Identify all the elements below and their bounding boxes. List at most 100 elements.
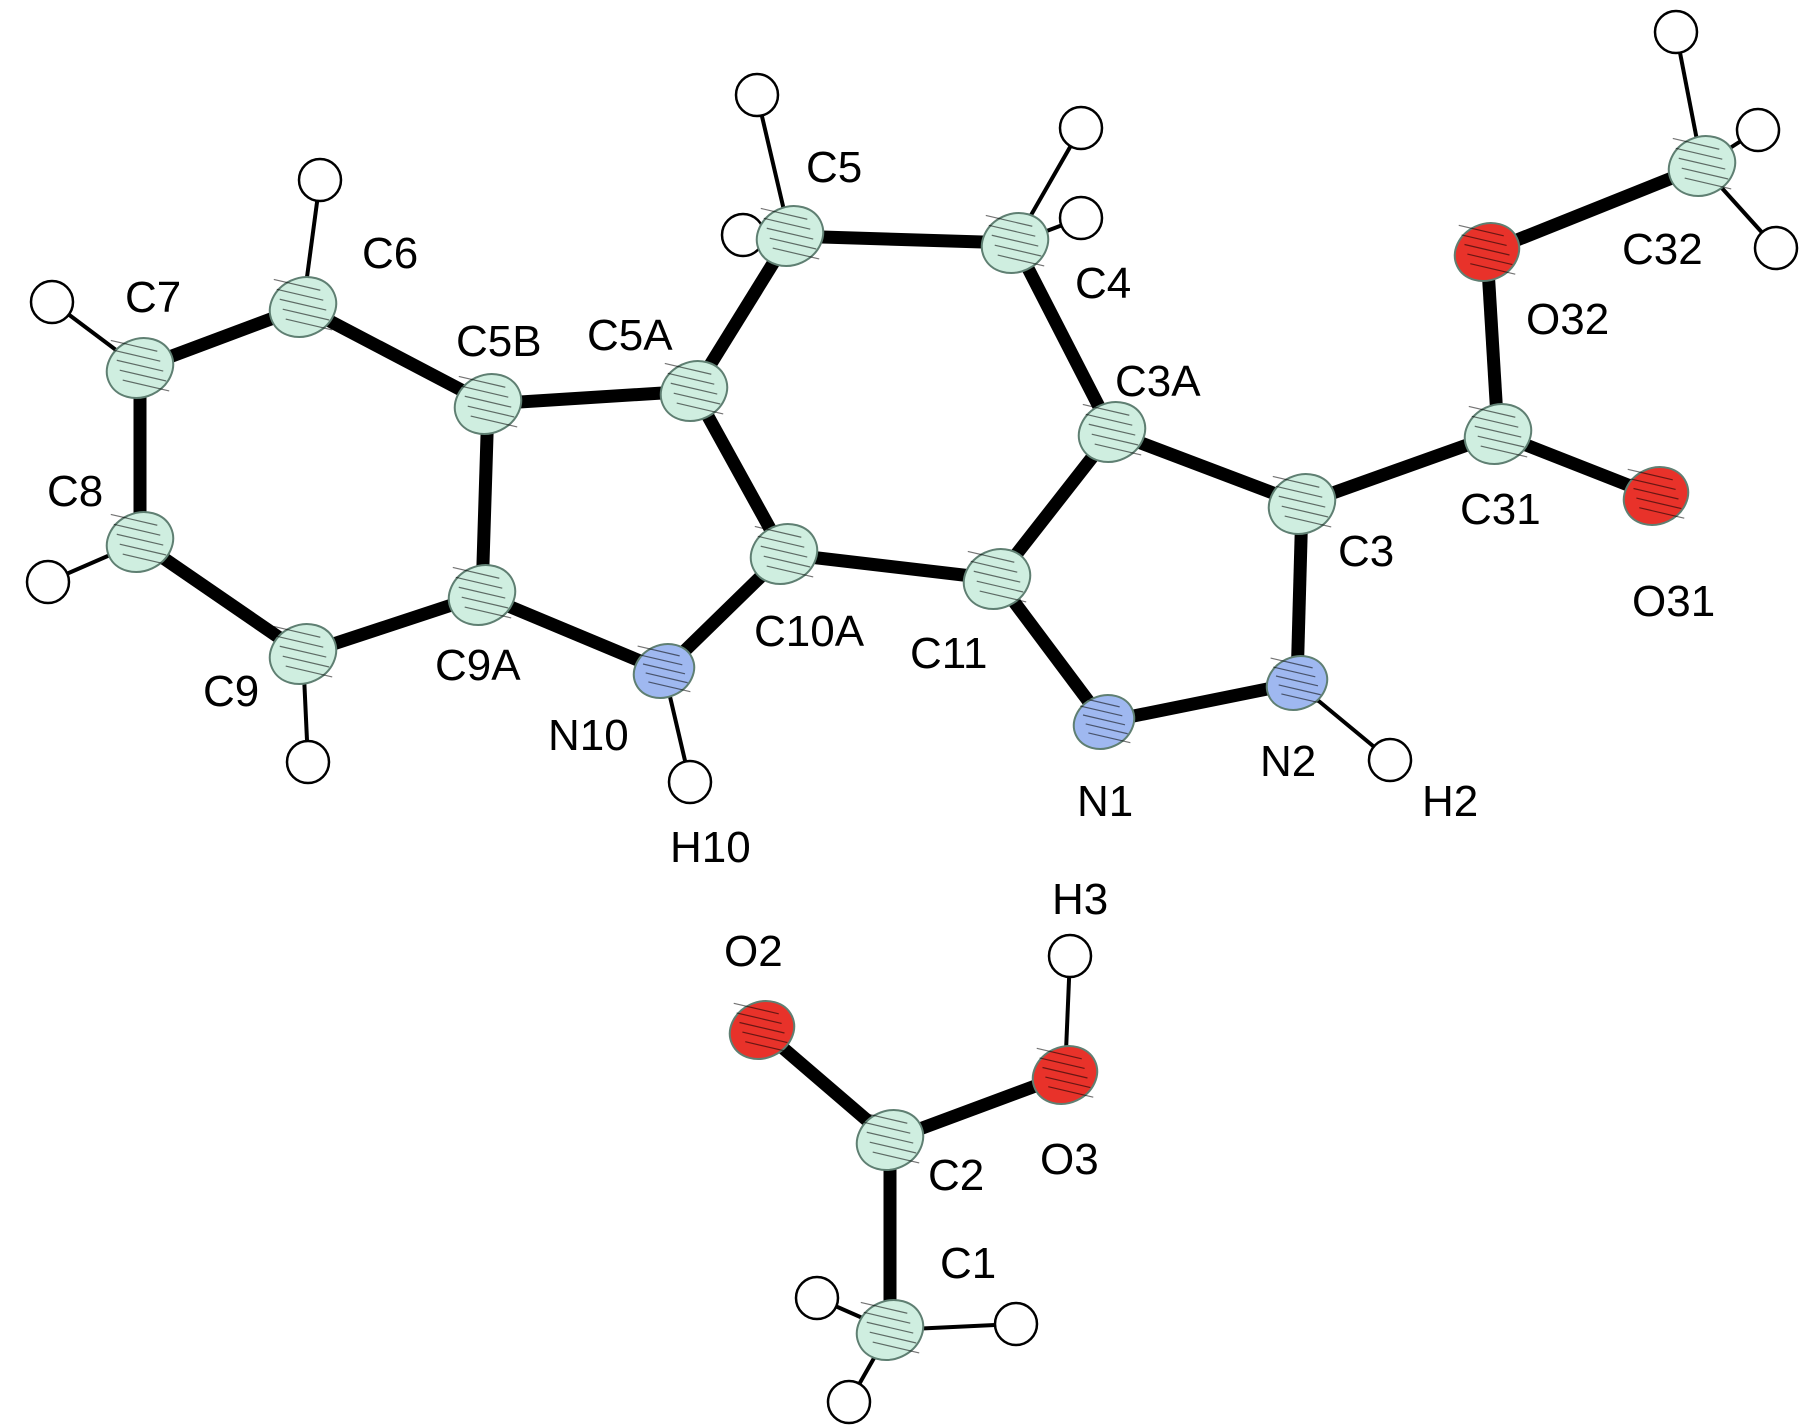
- label-O31: O31: [1632, 577, 1715, 626]
- atom-hatch: [673, 392, 721, 405]
- atom-labels-layer: C5 C6 C7 C8 C9 C5B C5A C9A C10A N10 H10 …: [47, 143, 1715, 1288]
- hydrogen-atom: [826, 1379, 872, 1425]
- atom-hatch: [1077, 696, 1120, 708]
- atom-C1: [855, 1299, 925, 1361]
- atom-C11: [962, 548, 1032, 610]
- atom-hatch: [119, 543, 167, 556]
- bond-C4-C3A: [1009, 240, 1118, 435]
- hydrogen-atom: [29, 279, 75, 325]
- atom-hatch: [869, 1141, 917, 1154]
- atom-hatch: [1085, 723, 1128, 735]
- bond-C8-C9: [136, 536, 307, 660]
- atom-hatch: [754, 525, 802, 538]
- atom-hatch: [279, 645, 327, 658]
- atom-hatch: [1278, 684, 1321, 696]
- atom-hatch: [1480, 445, 1528, 458]
- bonds-layer: [133, 159, 1705, 1330]
- atom-hatch: [285, 318, 333, 331]
- atom-hatch: [872, 1151, 920, 1164]
- label-O2: O2: [724, 927, 783, 976]
- atom-C32: [1667, 135, 1737, 197]
- atom-C31: [1463, 403, 1533, 465]
- atom-O2: [728, 1000, 796, 1060]
- hydrogen-atom: [25, 559, 71, 605]
- label-C4: C4: [1075, 259, 1131, 308]
- atom-hatch: [1627, 468, 1673, 481]
- atom-C9: [268, 623, 338, 685]
- label-H2: H2: [1422, 777, 1478, 826]
- atom-hatch: [464, 606, 512, 619]
- atom-hatch: [285, 665, 333, 678]
- atom-C4: [980, 212, 1050, 274]
- atom-hatch: [757, 535, 805, 548]
- atom-hatch: [736, 1012, 782, 1024]
- label-C5A: C5A: [587, 311, 673, 360]
- label-C5: C5: [806, 143, 862, 192]
- bond-C3A-C3: [1109, 425, 1305, 511]
- label-O32: O32: [1526, 295, 1609, 344]
- atom-hatch: [282, 308, 330, 321]
- atom-C3A: [1077, 401, 1147, 463]
- atom-hatch: [763, 217, 811, 230]
- atom-hatch: [1467, 253, 1513, 266]
- atom-O31: [1622, 466, 1690, 526]
- atom-ellipsoid: [755, 205, 825, 267]
- atom-hatch: [110, 513, 158, 526]
- bond-O32-C32: [1484, 159, 1705, 259]
- atom-hatch: [970, 560, 1018, 573]
- atom-hatch: [869, 1331, 917, 1344]
- atom-hatch: [967, 550, 1015, 563]
- atom-hatch: [1270, 657, 1313, 669]
- hydrogen-atom: [297, 157, 343, 203]
- hydrogen-atom: [1753, 225, 1799, 271]
- atom-hatch: [1272, 475, 1320, 488]
- atom-hatch: [1275, 485, 1323, 498]
- atom-hatch: [1636, 497, 1682, 510]
- label-C32: C32: [1622, 225, 1703, 274]
- label-C10A: C10A: [754, 607, 865, 656]
- atom-ellipsoid: [453, 373, 523, 435]
- atom-C5B: [453, 373, 523, 435]
- atom-hatch: [1036, 1047, 1082, 1060]
- hydrogen-atom: [285, 739, 331, 785]
- atom-hatch: [1284, 515, 1332, 528]
- atom-hatch: [1085, 413, 1133, 426]
- atom-N2: [1265, 655, 1329, 711]
- atom-hatch: [1045, 1076, 1091, 1089]
- atom-hatch: [113, 523, 161, 536]
- atom-hatch: [1681, 167, 1729, 180]
- atom-hatch: [1088, 732, 1131, 744]
- label-C2: C2: [928, 1151, 984, 1200]
- hydrogen-atom: [1735, 107, 1781, 153]
- atom-hatch: [119, 369, 167, 382]
- atom-hatch: [116, 359, 164, 372]
- atom-hatch: [1470, 263, 1516, 275]
- atom-hatch: [461, 596, 509, 609]
- atom-hatch: [988, 224, 1036, 237]
- atom-hatch: [1684, 177, 1732, 190]
- atom-C5: [755, 205, 825, 267]
- atom-ellipsoid: [1463, 403, 1533, 465]
- label-O3: O3: [1040, 1135, 1099, 1184]
- atom-ellipsoid: [1453, 222, 1521, 282]
- atom-hatch: [1639, 507, 1685, 519]
- atom-C7: [105, 337, 175, 399]
- atom-hatch: [1630, 478, 1676, 490]
- atom-hatch: [110, 339, 158, 352]
- hydrogen-atom: [993, 1301, 1039, 1347]
- label-C11: C11: [910, 629, 987, 678]
- atom-hatch: [763, 555, 811, 568]
- atom-hatch: [997, 254, 1045, 267]
- bond-C5-C4: [789, 229, 1016, 250]
- atom-hatch: [1281, 505, 1329, 518]
- atom-C10A: [749, 523, 819, 585]
- atom-C9A: [447, 564, 517, 626]
- atom-hatch: [1273, 666, 1316, 678]
- atom-hatch: [1082, 403, 1130, 416]
- atom-hatch: [769, 237, 817, 250]
- hydrogen-atom: [1058, 195, 1104, 241]
- atom-hatch: [1678, 157, 1726, 170]
- atom-hatch: [866, 1131, 914, 1144]
- atom-hatch: [991, 234, 1039, 247]
- atom-hatch: [1275, 675, 1319, 687]
